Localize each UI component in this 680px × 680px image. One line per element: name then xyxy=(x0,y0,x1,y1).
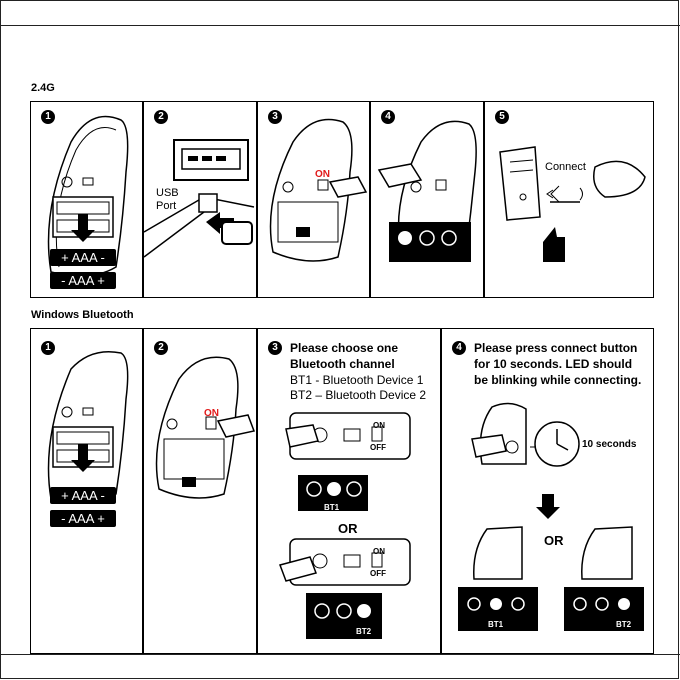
on-label-a: ON xyxy=(373,421,385,430)
step-number-2: 2 xyxy=(154,110,168,124)
bt4-line3: be blinking while connecting. xyxy=(474,373,642,387)
panel-24g-step3: 3 ON xyxy=(257,101,370,298)
battery-2: - AAA + xyxy=(50,272,116,289)
bt2-label: BT2 xyxy=(616,620,632,629)
panel-bt-step2: 2 ON xyxy=(143,328,257,654)
bt3-title-line2: Bluetooth channel xyxy=(290,357,395,371)
ten-seconds-label: 10 seconds xyxy=(582,439,637,450)
usb-label: USB xyxy=(156,187,179,199)
mouse-bottom-illustration xyxy=(47,115,129,277)
step-number-3: 3 xyxy=(268,341,282,355)
section-title-2-4g: 2.4G xyxy=(31,82,55,94)
bt4-line2: for 10 seconds. LED should xyxy=(474,357,633,371)
battery-1: + AAA - xyxy=(50,487,116,504)
bt3-title-line1: Please choose one xyxy=(290,341,399,355)
usb-port-illustration xyxy=(143,139,255,258)
step-number-4: 4 xyxy=(452,341,466,355)
step-number-1: 1 xyxy=(41,110,55,124)
off-label-a: OFF xyxy=(370,443,386,452)
step-number-1: 1 xyxy=(41,341,55,355)
bottom-rule xyxy=(0,654,680,655)
connect-label: Connect xyxy=(545,161,586,173)
panel-24g-step2: 2 USB Port xyxy=(143,101,257,298)
bt-channel-illustration xyxy=(279,412,411,639)
panel-bt-step3: 3 Please choose one Bluetooth channel BT… xyxy=(257,328,441,654)
bt2-label-b: BT2 xyxy=(356,627,372,636)
battery-2: - AAA + xyxy=(50,510,116,527)
panel-24g-step1: 1 + AAA - - AAA + xyxy=(30,101,143,298)
step-number-4: 4 xyxy=(381,110,395,124)
panel-bt-step4: 4 Please press connect button for 10 sec… xyxy=(441,328,654,654)
mouse-on-switch-illustration xyxy=(269,118,368,262)
or-label: OR xyxy=(544,533,564,548)
panel-bt-step1: 1 + AAA - - AAA + xyxy=(30,328,143,654)
bt1-label-a: BT1 xyxy=(324,503,340,512)
bt1-label: BT1 xyxy=(488,620,504,629)
top-rule xyxy=(0,25,680,26)
off-label-b: OFF xyxy=(370,569,386,578)
mouse-pair-illustration xyxy=(377,120,477,262)
on-label: ON xyxy=(204,408,219,419)
bt-pair-illustration xyxy=(458,402,644,631)
bt3-line-bt1: BT1 - Bluetooth Device 1 xyxy=(290,373,424,387)
step-number-5: 5 xyxy=(495,110,509,124)
on-label-b: ON xyxy=(373,547,385,556)
pc-connect-illustration xyxy=(499,146,646,262)
bt4-line1: Please press connect button xyxy=(474,341,638,355)
mouse-on-switch-illustration xyxy=(155,356,256,499)
port-label: Port xyxy=(156,200,177,212)
on-label: ON xyxy=(315,169,330,180)
mouse-bottom-illustration xyxy=(47,351,129,504)
panel-24g-step5: 5 Connect xyxy=(484,101,654,298)
step-number-2: 2 xyxy=(154,341,168,355)
step-number-3: 3 xyxy=(268,110,282,124)
panel-24g-step4: 4 xyxy=(370,101,484,298)
section-title-windows-bluetooth: Windows Bluetooth xyxy=(31,309,134,321)
bt3-line-bt2: BT2 – Bluetooth Device 2 xyxy=(290,388,427,402)
or-label-a: OR xyxy=(338,521,358,536)
battery-1: + AAA - xyxy=(50,249,116,266)
